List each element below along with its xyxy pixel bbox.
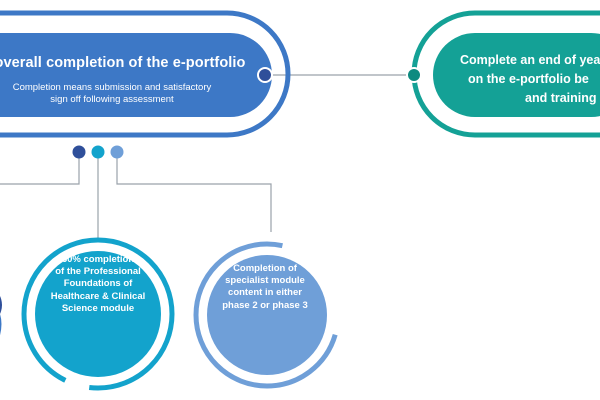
left-box-title: overall completion of the e-portfolio <box>0 55 246 71</box>
left-box-subtitle: Completion means submission and satisfac… <box>0 82 224 106</box>
dot-dark-blue <box>72 145 86 159</box>
circle-middle <box>35 251 161 377</box>
circle-middle-line: Science module <box>61 302 135 314</box>
left-box-subtitle-line: Completion means submission and satisfac… <box>12 82 212 93</box>
circle-right-line: Completion of <box>233 263 297 274</box>
circle-middle-line: Foundations of <box>63 278 133 290</box>
right-box-title-line: on the e-portfolio be <box>468 72 589 86</box>
circle-middle-outline <box>21 237 175 391</box>
circle-right-line: specialist module <box>225 275 305 287</box>
circle-middle-line: of the Professional <box>55 266 141 278</box>
connector-line-right <box>116 152 272 232</box>
right-box-connector-dot <box>406 67 422 83</box>
left-box-connector-dot <box>257 67 273 83</box>
left-box-subtitle-line: sign off following assessment <box>50 94 174 105</box>
connector-line-left <box>0 152 80 185</box>
left-box-outline <box>0 10 291 138</box>
right-box-title-line: Complete an end of yea <box>460 53 600 67</box>
circle-middle-line: 50% completion <box>61 254 135 265</box>
right-box <box>433 33 600 117</box>
dot-light-blue <box>110 145 124 159</box>
circle-right-label: Completion of specialist module content … <box>210 263 320 312</box>
left-circle <box>0 296 2 314</box>
dot-cyan <box>91 145 105 159</box>
circle-right-line: content in either <box>228 287 302 299</box>
circle-right <box>207 255 327 375</box>
circle-middle-label: 50% completion of the Professional Found… <box>43 254 153 315</box>
left-box <box>0 33 272 117</box>
circle-right-outline <box>193 241 341 389</box>
circle-middle-line: Healthcare & Clinical <box>50 290 146 302</box>
circle-right-line: phase 2 or phase 3 <box>222 299 308 311</box>
right-box-title-line: and training <box>525 91 597 105</box>
right-box-title: Complete an end of yea on the e-portfoli… <box>445 51 600 108</box>
